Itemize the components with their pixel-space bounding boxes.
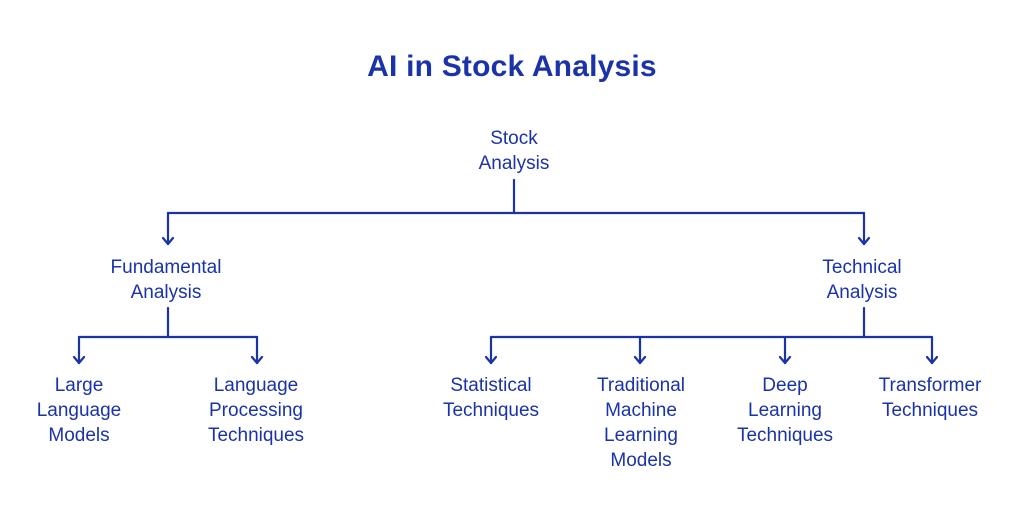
node-statistical-techniques: Statistical Techniques bbox=[421, 373, 561, 423]
node-line: Transformer bbox=[878, 375, 982, 396]
node-fundamental-analysis: Fundamental Analysis bbox=[86, 255, 246, 305]
node-line: Learning bbox=[748, 400, 822, 421]
node-line: Models bbox=[48, 425, 110, 446]
arrow-language-processing-arrowhead bbox=[250, 355, 264, 365]
node-line: Technical bbox=[822, 257, 902, 278]
node-technical-analysis: Technical Analysis bbox=[782, 255, 942, 305]
node-line: Techniques bbox=[881, 400, 979, 421]
node-line: Fundamental bbox=[110, 257, 222, 278]
node-line: Techniques bbox=[207, 425, 305, 446]
arrow-transformer-arrowhead bbox=[925, 355, 939, 365]
node-line: Large bbox=[54, 375, 104, 396]
node-line: Statistical bbox=[450, 375, 532, 396]
node-transformer-techniques: Transformer Techniques bbox=[858, 373, 1002, 423]
node-line: Machine bbox=[605, 400, 677, 421]
diagram-title: AI in Stock Analysis bbox=[367, 50, 657, 83]
node-line: Language bbox=[36, 400, 122, 421]
node-line: Deep bbox=[762, 375, 808, 396]
node-line: Models bbox=[610, 450, 672, 471]
arrow-statistical-arrowhead bbox=[484, 355, 498, 365]
arrow-traditional-ml-arrowhead bbox=[633, 355, 647, 365]
arrow-fundamental-arrowhead bbox=[161, 236, 175, 246]
node-line: Traditional bbox=[596, 375, 685, 396]
node-line: Stock bbox=[490, 128, 538, 149]
node-line: Techniques bbox=[442, 400, 540, 421]
arrow-technical-arrowhead bbox=[857, 236, 871, 246]
node-line: Techniques bbox=[736, 425, 834, 446]
node-line: Processing bbox=[209, 400, 303, 421]
node-line: Analysis bbox=[826, 282, 898, 303]
node-line: Analysis bbox=[130, 282, 202, 303]
node-deep-learning-techniques: Deep Learning Techniques bbox=[715, 373, 855, 448]
arrow-deep-learning-arrowhead bbox=[778, 355, 792, 365]
node-line: Analysis bbox=[478, 153, 550, 174]
node-line: Learning bbox=[604, 425, 678, 446]
node-large-language-models: Large Language Models bbox=[14, 373, 144, 448]
node-traditional-ml-models: Traditional Machine Learning Models bbox=[571, 373, 711, 473]
node-stock-analysis: Stock Analysis bbox=[444, 126, 584, 176]
node-language-processing-techniques: Language Processing Techniques bbox=[186, 373, 326, 448]
node-line: Language bbox=[213, 375, 299, 396]
arrow-large-language-models-arrowhead bbox=[72, 355, 86, 365]
